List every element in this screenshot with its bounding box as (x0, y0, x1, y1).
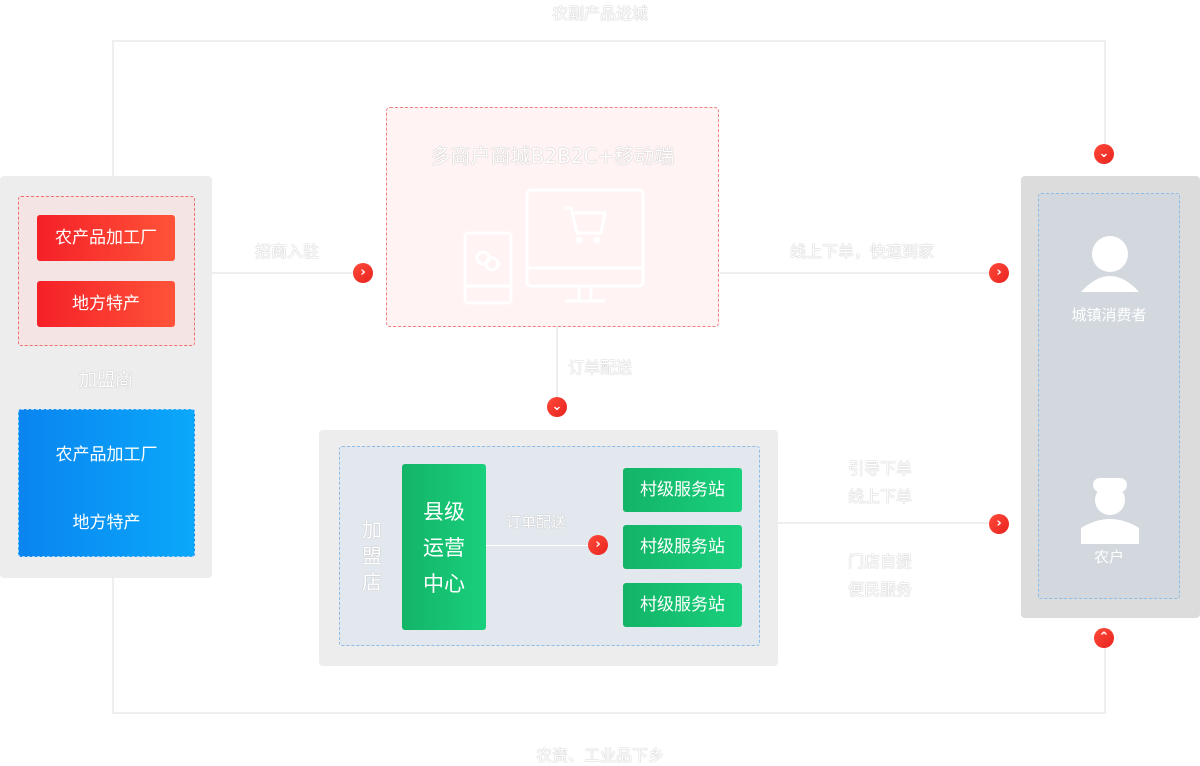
guide-line-2: 线上下单 (848, 487, 913, 506)
pickup-label: 门店自提 便民服务 (848, 548, 912, 604)
blue-group: 农产品加工厂 地方特产 (18, 409, 195, 557)
delivery-line (556, 326, 558, 398)
guide-line-1: 引导下单 (848, 459, 913, 478)
pickup-line-1: 门店自提 (848, 552, 913, 571)
platform-title: 多商户商城B2B2C+移动端 (430, 144, 675, 168)
platform-box: 多商户商城B2B2C+移动端 (386, 107, 719, 327)
red-group: 农产品加工厂 地方特产 (18, 196, 195, 346)
village-station-button[interactable]: 村级服务站 (623, 525, 742, 569)
frame-line (1104, 40, 1106, 146)
customer-inner: 城镇消费者 农户 (1038, 193, 1180, 599)
frame-line (1104, 648, 1106, 714)
county-center-button[interactable]: 县级 运营 中心 (402, 464, 486, 630)
frame-line (112, 40, 114, 176)
store-line (778, 522, 998, 524)
farmer-label: 农户 (1093, 548, 1124, 566)
store-inner: 加盟店 县级 运营 中心 订单配送 › 村级服务站 村级服务站 村级服务站 (339, 446, 760, 646)
guide-label: 引导下单 线上下单 (848, 455, 912, 511)
consumer-icon (1081, 236, 1139, 292)
pickup-line-2: 便民服务 (848, 580, 913, 599)
store-panel: 加盟店 县级 运营 中心 订单配送 › 村级服务站 村级服务站 村级服务站 (319, 430, 778, 666)
village-station-button[interactable]: 村级服务站 (623, 468, 742, 512)
arrow-up-icon: ⌃ (1094, 628, 1114, 648)
local-specialty-button[interactable]: 地方特产 (37, 281, 175, 327)
bottom-flow-line (112, 712, 1106, 714)
franchisee-panel: 农产品加工厂 地方特产 加盟商 农产品加工厂 地方特产 (0, 176, 212, 578)
top-flow-label: 农副产品进城 (551, 4, 648, 23)
customer-panel: 城镇消费者 农户 (1021, 176, 1200, 618)
farmer-icon (1081, 478, 1139, 544)
arrow-right-icon: › (353, 263, 373, 283)
bottom-flow-label: 农资、工业品下乡 (535, 746, 664, 765)
join-label: 招商入驻 (255, 242, 320, 261)
arrow-right-icon: › (989, 263, 1009, 283)
arrow-right-icon: › (989, 514, 1009, 534)
village-station-button[interactable]: 村级服务站 (623, 583, 742, 627)
delivery-label: 订单配送 (568, 358, 633, 377)
wechat-phone-icon (463, 188, 645, 305)
arrow-down-icon: ⌄ (1094, 144, 1114, 164)
store-label: 加盟店 (362, 518, 382, 594)
franchisee-label: 加盟商 (79, 370, 133, 391)
processing-plant-button[interactable]: 农产品加工厂 (37, 215, 175, 261)
join-line (212, 272, 362, 274)
frame-line (112, 578, 114, 714)
consumer-label: 城镇消费者 (1071, 306, 1147, 324)
arrow-down-icon: ⌄ (547, 397, 567, 417)
order-line (720, 272, 1000, 274)
inner-delivery-label: 订单配送 (506, 513, 567, 531)
inner-line (486, 545, 590, 546)
processing-plant-item[interactable]: 农产品加工厂 (55, 445, 158, 465)
top-flow-line (112, 40, 1106, 42)
online-order-label: 线上下单，快速到家 (790, 242, 935, 261)
local-specialty-item[interactable]: 地方特产 (72, 513, 141, 533)
arrow-right-icon: › (588, 535, 608, 555)
